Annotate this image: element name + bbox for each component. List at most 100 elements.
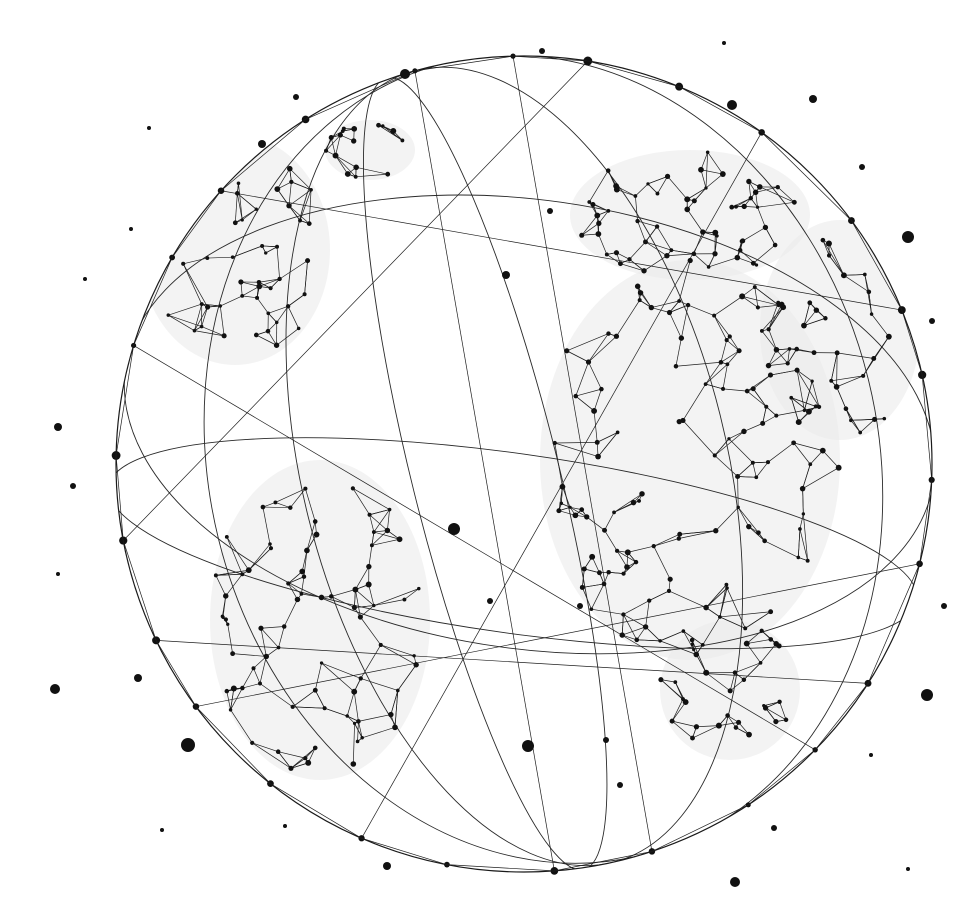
mesh-edge-africa <box>575 395 595 412</box>
floating-dots-layer <box>50 41 947 887</box>
mesh-edge-oceania <box>672 720 697 728</box>
mesh-node-asia <box>833 384 840 390</box>
floating-dot <box>929 318 935 324</box>
mesh-edge-south-america <box>278 626 285 648</box>
mesh-node-africa <box>678 335 685 341</box>
floating-dot <box>181 738 195 752</box>
mesh-edge-africa <box>802 464 811 489</box>
region-shade-asia <box>760 220 920 440</box>
mesh-node-north-america <box>265 328 271 334</box>
mesh-node-south-america <box>319 661 324 665</box>
mesh-edge-asia <box>836 352 838 387</box>
mesh-node-south-america <box>228 708 233 712</box>
mesh-node-africa <box>725 586 729 590</box>
mesh-node-oceania <box>758 661 763 665</box>
mesh-node-africa <box>718 359 724 365</box>
mesh-edge-south-america <box>287 583 298 600</box>
rim-edge <box>921 374 932 480</box>
mesh-edge-asia <box>789 348 815 353</box>
mesh-edge-south-america <box>278 751 306 759</box>
mesh-node-asia <box>862 272 867 277</box>
mesh-edge-north-america <box>182 263 208 308</box>
mesh-node-europe <box>754 263 759 267</box>
mesh-edge-south-america <box>394 690 399 728</box>
mesh-edge-europe <box>757 207 766 228</box>
mesh-edge-south-america <box>242 683 261 689</box>
mesh-edge-africa <box>623 614 638 640</box>
mesh-node-asia <box>776 300 781 305</box>
mesh-edge-africa <box>588 361 602 390</box>
mesh-node-africa <box>735 474 741 480</box>
mesh-edge-africa <box>582 583 605 588</box>
mesh-node-south-america <box>417 586 421 591</box>
mesh-edge-africa <box>737 507 759 533</box>
mesh-edge-south-america <box>355 589 375 606</box>
mesh-node-africa <box>721 386 726 391</box>
mesh-edge-africa <box>754 286 779 306</box>
mesh-edge-south-america <box>368 545 373 567</box>
mesh-edge-north-america <box>219 305 225 336</box>
mesh-node-south-america <box>312 687 318 693</box>
mesh-node-asia <box>885 333 892 340</box>
mesh-node-greenland <box>332 152 339 159</box>
mesh-edge-africa <box>714 455 738 477</box>
mesh-node-south-america <box>258 681 262 686</box>
mesh-edge-south-america <box>314 662 322 691</box>
mesh-edge-south-america <box>232 653 267 657</box>
mesh-node-europe <box>643 239 648 245</box>
mesh-edge-asia <box>768 348 790 366</box>
mesh-node-south-america <box>288 505 293 510</box>
mesh-edge-africa <box>645 626 661 642</box>
floating-dot <box>293 94 299 100</box>
mesh-edge-africa <box>616 299 640 337</box>
mesh-edge-africa <box>719 616 746 629</box>
mesh-edge-south-america <box>260 628 267 657</box>
globe-outline <box>115 55 933 873</box>
mesh-node-south-america <box>226 622 230 626</box>
ocean-connector-line <box>156 640 869 684</box>
mesh-edge-africa <box>762 415 777 424</box>
mesh-node-north-america <box>205 304 211 310</box>
mesh-edge-south-america <box>355 589 361 618</box>
mesh-node-oceania <box>689 637 695 643</box>
mesh-edge-asia <box>845 408 861 433</box>
mesh-edge-africa <box>767 442 794 463</box>
mesh-node-africa <box>647 598 652 603</box>
mesh-node-africa <box>727 437 731 441</box>
mesh-node-africa <box>612 510 616 515</box>
mesh-edge-south-america <box>346 691 355 717</box>
mesh-node-south-america <box>240 572 245 577</box>
mesh-edge-oceania <box>746 639 771 644</box>
mesh-node-europe <box>752 189 759 196</box>
mesh-edge-asia <box>768 307 784 330</box>
mesh-edge-south-america <box>262 506 271 545</box>
mesh-edge-africa <box>622 626 646 636</box>
floating-dot <box>134 674 142 682</box>
floating-dot <box>54 423 62 431</box>
mesh-node-europe <box>590 201 596 207</box>
mesh-node-asia <box>787 347 792 351</box>
mesh-edge-africa <box>613 502 634 513</box>
mesh-edge-south-america <box>259 683 293 708</box>
floating-dot <box>603 737 609 743</box>
mesh-node-europe <box>737 247 743 253</box>
mesh-node-asia <box>823 316 828 321</box>
mesh-node-africa <box>765 460 771 465</box>
mesh-edge-africa <box>737 462 754 477</box>
mesh-edge-europe <box>656 226 672 251</box>
mesh-edge-asia <box>830 352 838 381</box>
mesh-edge-south-america <box>301 576 305 594</box>
mesh-edge-europe <box>700 169 723 175</box>
mesh-node-europe <box>646 182 650 186</box>
mesh-edge-africa <box>575 361 589 397</box>
floating-dot <box>906 867 910 871</box>
mesh-node-greenland <box>351 126 358 132</box>
mesh-node-africa <box>794 367 800 373</box>
mesh-node-south-america <box>313 531 320 538</box>
mesh-node-greenland <box>381 124 385 128</box>
mesh-node-asia <box>826 253 832 258</box>
mesh-node-south-america <box>299 592 304 596</box>
mesh-node-africa <box>619 632 625 638</box>
mesh-edge-africa <box>636 639 661 642</box>
